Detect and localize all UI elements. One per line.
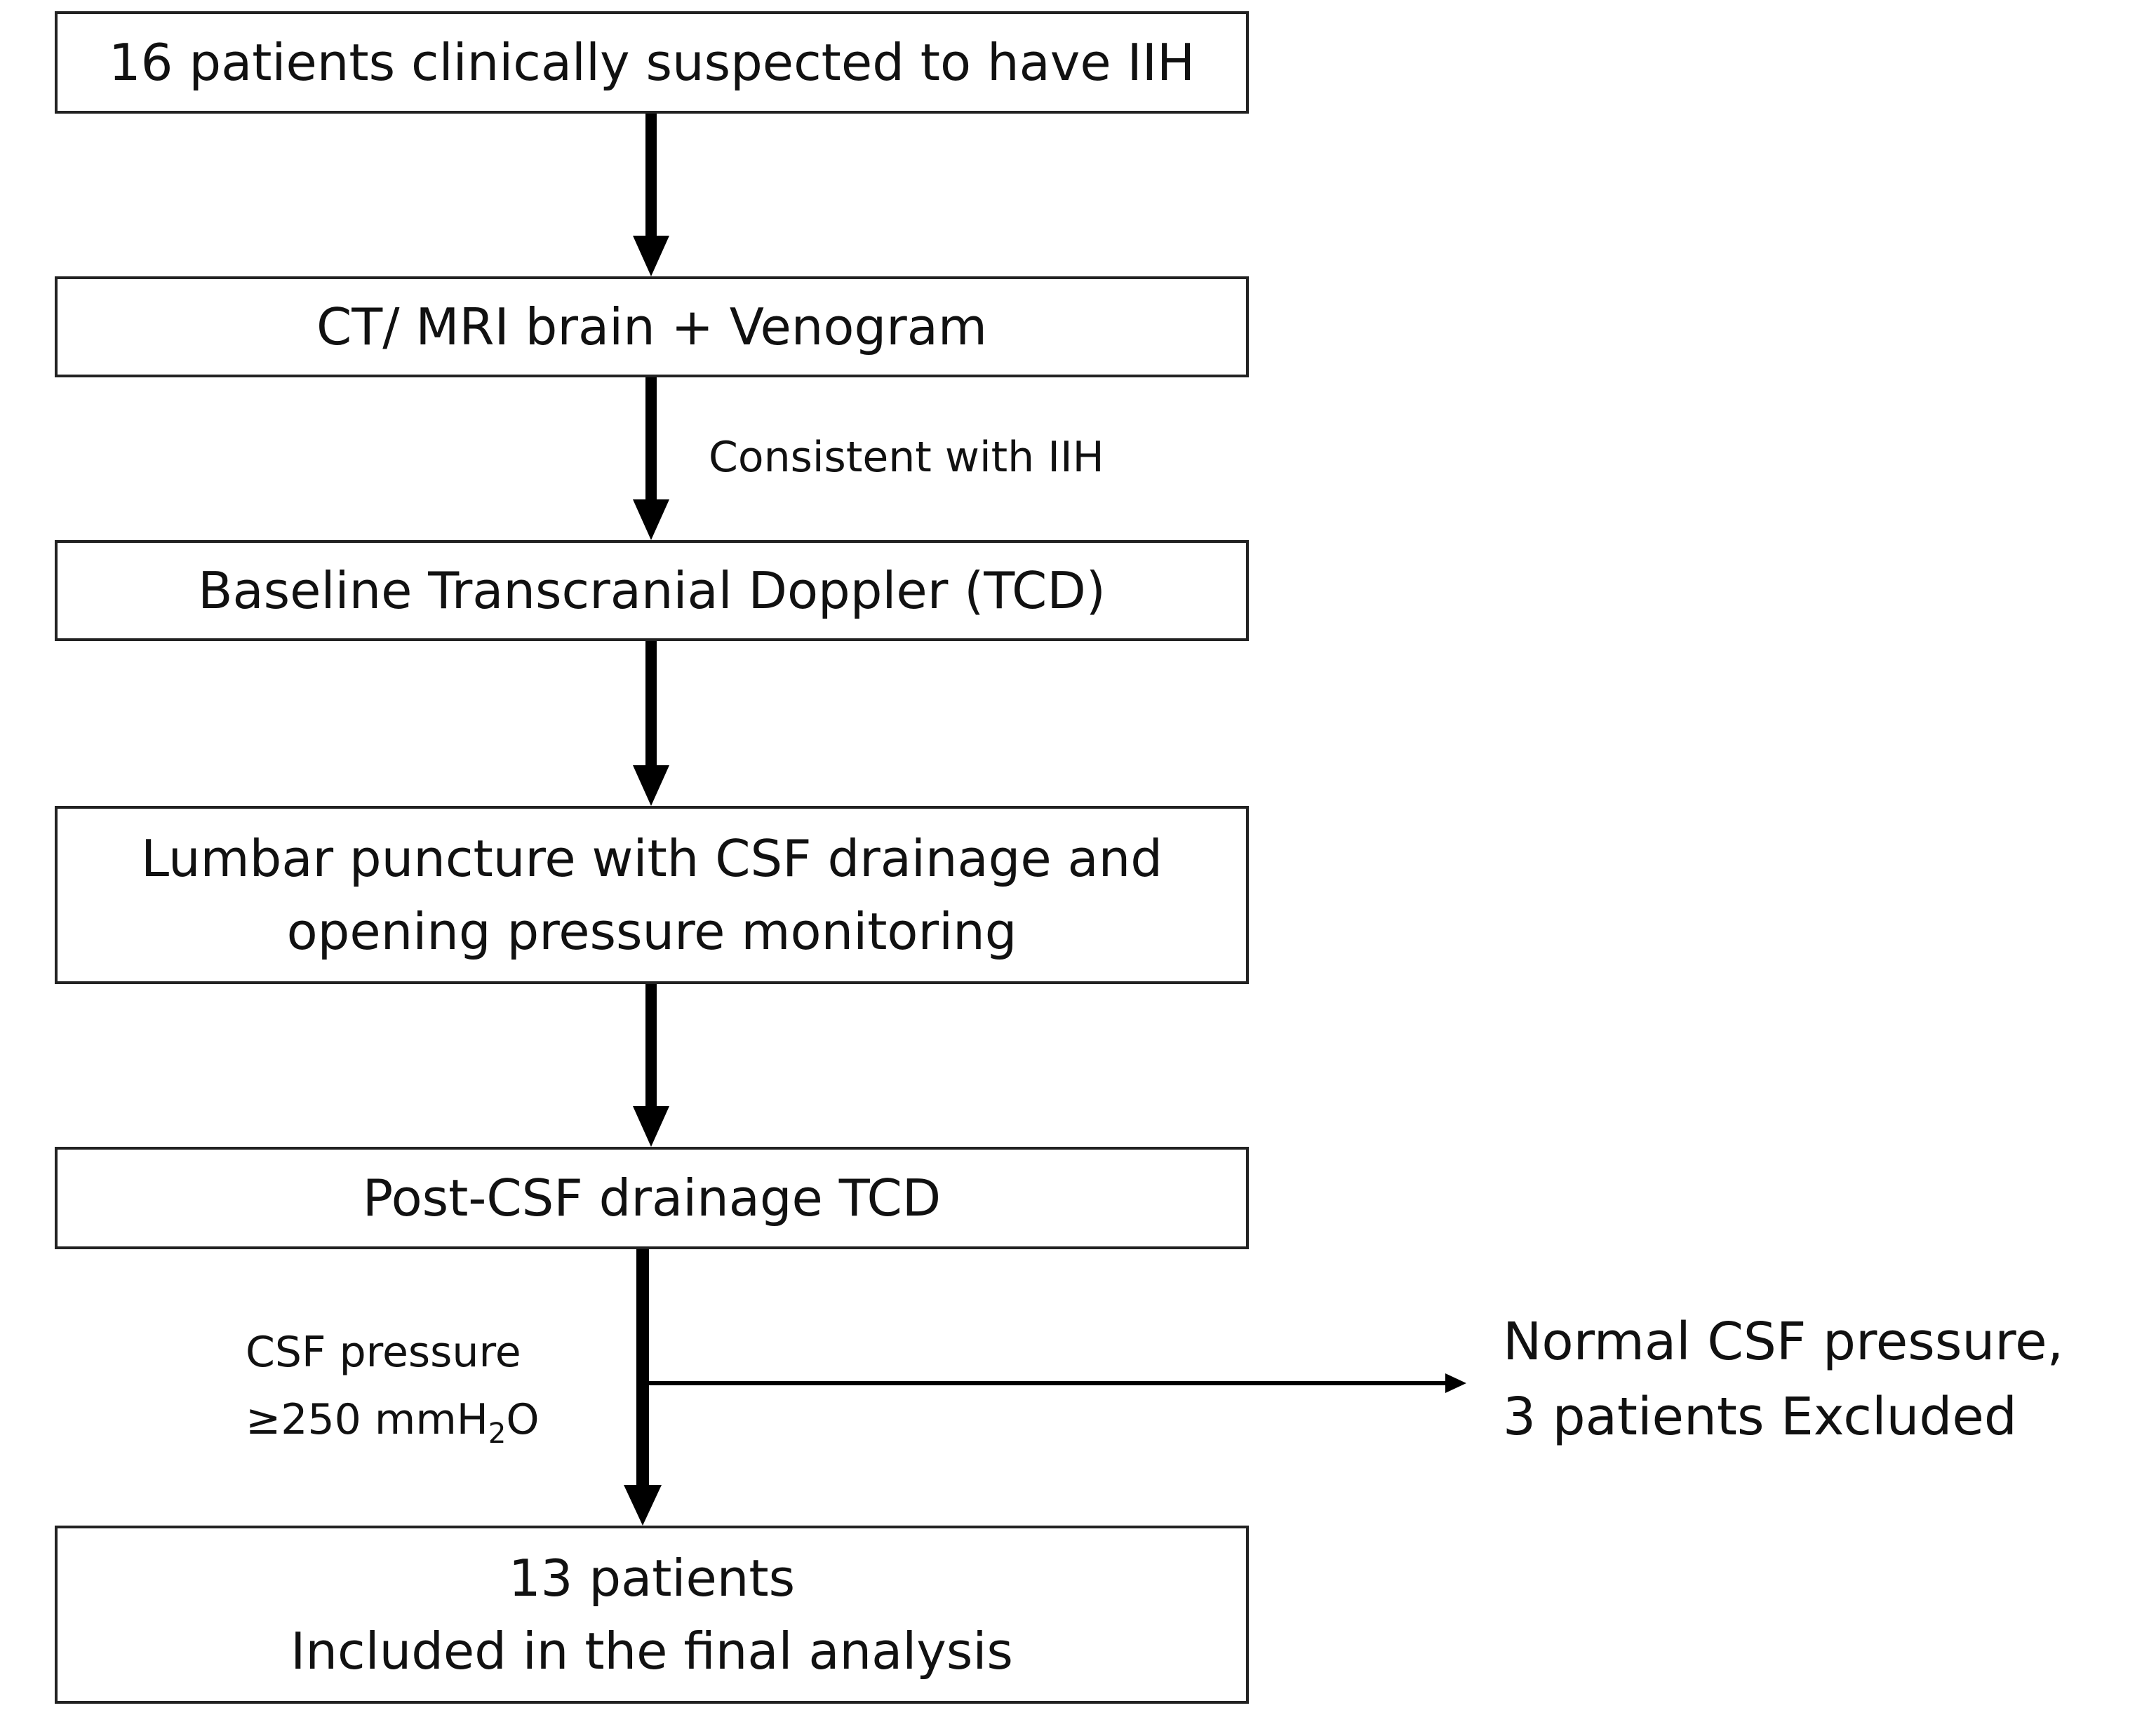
- threshold-suffix: O: [506, 1395, 540, 1444]
- step-box-lumbar-puncture: Lumbar puncture with CSF drainage and op…: [55, 806, 1249, 984]
- step-box-final-analysis: 13 patients Included in the final analys…: [55, 1526, 1249, 1704]
- step-text: 16 patients clinically suspected to have…: [108, 32, 1196, 92]
- arrow-to-excluded: [648, 1373, 1466, 1393]
- edge-label-consistent: Consistent with IIH: [709, 433, 1104, 482]
- arrow-step2-to-step3: [633, 377, 669, 540]
- step-box-imaging: CT/ MRI brain + Venogram: [55, 276, 1249, 377]
- step-text: CT/ MRI brain + Venogram: [316, 297, 988, 356]
- excluded-line1: Normal CSF pressure,: [1503, 1312, 2064, 1372]
- arrow-step3-to-step4: [633, 641, 669, 806]
- arrow-step4-to-step5: [633, 984, 669, 1147]
- threshold-subscript: 2: [488, 1418, 507, 1450]
- excluded-line2: 3 patients Excluded: [1503, 1387, 2017, 1448]
- step-box-post-drainage-tcd: Post-CSF drainage TCD: [55, 1147, 1249, 1249]
- edge-label-line1: CSF pressure: [246, 1328, 521, 1377]
- arrow-step5-to-step6: [624, 1249, 662, 1526]
- step-text-line2: Included in the final analysis: [290, 1622, 1013, 1681]
- arrow-step1-to-step2: [633, 114, 669, 276]
- step-box-baseline-tcd: Baseline Transcranial Doppler (TCD): [55, 540, 1249, 641]
- edge-label-line2: ≥250 mmH2O: [246, 1386, 540, 1456]
- step-text: Baseline Transcranial Doppler (TCD): [198, 560, 1106, 620]
- edge-label-csf-pressure: CSF pressure ≥250 mmH2O: [246, 1319, 540, 1456]
- step-box-suspected: 16 patients clinically suspected to have…: [55, 11, 1249, 114]
- step-text-line2: opening pressure monitoring: [286, 902, 1017, 961]
- step-text-line1: Lumbar puncture with CSF drainage and: [141, 828, 1163, 888]
- threshold-prefix: ≥250 mmH: [246, 1395, 488, 1444]
- step-text-line1: 13 patients: [508, 1548, 796, 1608]
- step-text: Post-CSF drainage TCD: [362, 1168, 942, 1227]
- excluded-note: Normal CSF pressure, 3 patients Excluded: [1503, 1305, 2063, 1455]
